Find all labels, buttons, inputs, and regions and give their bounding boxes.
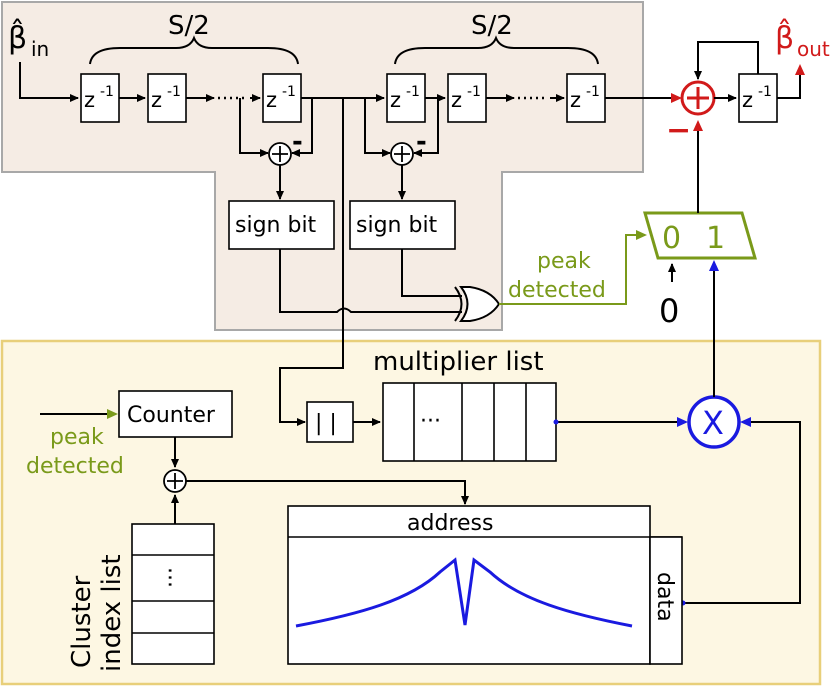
mux-input-1: 1: [706, 221, 725, 256]
left-tap-in: [239, 98, 269, 157]
svg-text:···: ···: [159, 567, 184, 588]
multiplier-list-label: multiplier list: [373, 347, 544, 377]
svg-text:z: z: [451, 88, 462, 112]
mux: [643, 211, 757, 260]
center-tap-wire: [279, 98, 344, 426]
multiplier-list: ···: [382, 382, 557, 462]
svg-text:-1: -1: [100, 84, 114, 100]
cluster-index-list: ···: [131, 523, 215, 665]
svg-text:z: z: [390, 88, 401, 112]
svg-text:address: address: [407, 511, 493, 536]
address-adder: [163, 469, 187, 493]
right-tap-in: [364, 98, 391, 157]
delay-block-4: z -1: [386, 73, 426, 123]
mux-input-0: 0: [662, 221, 681, 256]
svg-text:-1: -1: [467, 84, 481, 100]
svg-text:| |: | |: [315, 411, 337, 436]
cluster-index-label-line2: index list: [97, 554, 127, 672]
right-brace-label: S/2: [471, 11, 513, 41]
peak-detected-top-line2: detected: [508, 278, 606, 303]
left-tap-out: [291, 98, 313, 157]
right-brace: [394, 35, 599, 65]
left-adder-minus: -: [292, 127, 303, 157]
right-tap-out: [413, 98, 439, 157]
delay-block-2: z -1: [147, 73, 187, 123]
svg-text:z: z: [84, 88, 95, 112]
input-beta-label: β̂: [8, 18, 27, 56]
delay-block-1: z -1: [80, 73, 120, 123]
right-sign-to-xor: [401, 249, 462, 297]
svg-text:-1: -1: [282, 84, 296, 100]
accumulator-adder: [680, 80, 716, 116]
output-beta-subscript: out: [797, 37, 830, 61]
input-wire: [19, 62, 79, 102]
accumulator-delay: z -1: [738, 73, 778, 123]
svg-text:-1: -1: [167, 84, 181, 100]
svg-text:data: data: [652, 572, 677, 622]
lookup-table: address data: [287, 505, 683, 665]
xor-gate: [454, 286, 501, 322]
data-to-multiplier: [683, 417, 801, 604]
delay-block-6: z -1: [566, 73, 606, 123]
delay-block-3: z -1: [262, 73, 302, 123]
left-sign-bit-block: sign bit: [228, 200, 335, 250]
lookup-curve: [295, 557, 633, 628]
counter-block: Counter: [118, 390, 233, 438]
list-output-dot: [553, 419, 559, 425]
left-brace-label: S/2: [168, 11, 210, 41]
peak-detected-top-line1: peak: [537, 249, 591, 274]
svg-text:-1: -1: [758, 84, 772, 100]
left-difference-adder: [268, 142, 292, 166]
acc-minus-sign: −: [666, 113, 691, 148]
right-adder-minus: -: [416, 127, 427, 157]
output-beta-label: β̂: [775, 18, 794, 56]
right-difference-adder: [390, 142, 414, 166]
svg-text:X: X: [702, 404, 724, 442]
svg-text:z: z: [151, 88, 162, 112]
input-beta-subscript: in: [31, 37, 49, 61]
svg-text:sign bit: sign bit: [356, 213, 438, 238]
multiplier-node: X: [687, 395, 741, 449]
peak-detected-left-line2: detected: [26, 454, 124, 479]
svg-text:Counter: Counter: [127, 403, 216, 428]
output-wire: [777, 64, 805, 99]
svg-text:-1: -1: [586, 84, 600, 100]
acc-feedback: [694, 41, 759, 80]
svg-text:sign bit: sign bit: [235, 213, 317, 238]
mux-const-zero: 0: [659, 292, 679, 330]
delay-block-5: z -1: [447, 73, 487, 123]
svg-text:-1: -1: [406, 84, 420, 100]
svg-text:z: z: [742, 88, 753, 112]
peak-detected-wire: [499, 230, 647, 305]
peak-detected-left-line1: peak: [50, 425, 104, 450]
cluster-index-label-line1: Cluster: [67, 575, 97, 668]
left-brace: [89, 35, 299, 65]
abs-block: | |: [306, 401, 354, 443]
svg-text:z: z: [266, 88, 277, 112]
svg-text:z: z: [570, 88, 581, 112]
adder-to-address: [186, 480, 469, 505]
right-sign-bit-block: sign bit: [349, 200, 456, 250]
svg-text:···: ···: [420, 409, 441, 434]
